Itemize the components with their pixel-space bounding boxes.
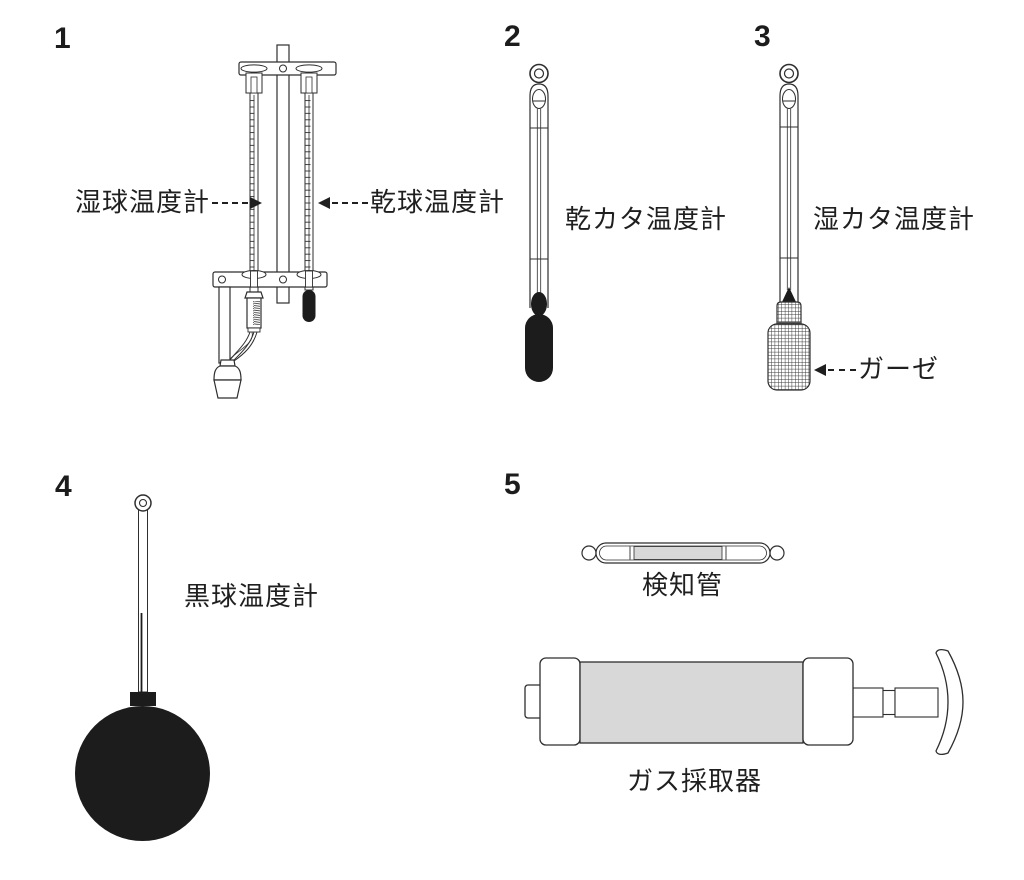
wet-kata-thermometer-illustration xyxy=(767,63,811,391)
dashed-arrow-right-icon xyxy=(250,197,263,209)
detector-tube-label: 検知管 xyxy=(642,571,724,600)
figure2-number: 2 xyxy=(504,20,521,53)
figure4-number: 4 xyxy=(55,470,72,503)
black-globe-thermometer-illustration xyxy=(75,494,210,841)
detector-tube-illustration xyxy=(581,542,785,564)
wet-bulb-thermometer-label: 湿球温度計 xyxy=(75,188,263,217)
figure3-number: 3 xyxy=(754,20,771,53)
wet-kata-thermometer-label: 湿カタ温度計 xyxy=(813,205,976,234)
gauze-callout: ガーゼ xyxy=(814,356,939,384)
figure1-number: 1 xyxy=(54,22,71,55)
wet-bulb-label-text: 湿球温度計 xyxy=(75,188,211,217)
psychrometer-illustration xyxy=(212,44,337,399)
dashed-line xyxy=(828,369,856,371)
gas-sampler-label: ガス採取器 xyxy=(627,767,763,796)
gas-sampler-illustration xyxy=(524,648,964,756)
black-globe-thermometer-label: 黒球温度計 xyxy=(184,582,320,611)
dashed-arrow-left-icon xyxy=(814,364,826,376)
dashed-line xyxy=(332,202,368,204)
dry-bulb-label-text: 乾球温度計 xyxy=(370,188,506,217)
gauze-label-text: ガーゼ xyxy=(858,355,940,384)
dry-kata-thermometer-label: 乾カタ温度計 xyxy=(565,205,728,234)
dashed-arrow-left-icon xyxy=(318,197,330,209)
dry-bulb-thermometer-label: 乾球温度計 xyxy=(318,189,505,217)
dry-kata-thermometer-illustration xyxy=(525,63,553,382)
figure5-number: 5 xyxy=(504,468,521,501)
dashed-line xyxy=(212,202,249,204)
